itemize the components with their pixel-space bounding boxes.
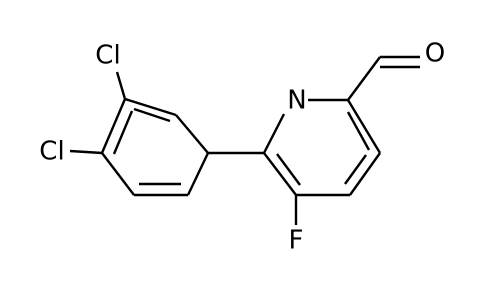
bond-c-cl-left [69, 149, 103, 155]
bond-c-cho [347, 56, 381, 101]
bond-ring2-c [346, 99, 382, 154]
dichlorophenyl-ring [100, 97, 210, 197]
bond-ring1-b [175, 114, 209, 154]
bond-ring2-f [263, 152, 297, 196]
atom-label-oxygen: O [425, 39, 445, 69]
bond-ring2-inner-b [346, 111, 371, 151]
bond-c-cl-top [115, 71, 127, 100]
atom-label-chlorine-left: Cl [39, 137, 64, 167]
bond-ring2-d [349, 152, 381, 196]
bond-ring1-e [101, 152, 135, 196]
atom-label-fluorine: F [289, 226, 304, 256]
bond-ring1-a [124, 97, 177, 117]
bond-ring2-a [262, 113, 286, 154]
bond-ring1-f [100, 98, 127, 154]
bond-ring1-c [186, 152, 210, 196]
bond-ring2-inner-a [276, 153, 301, 186]
pyridine-ring [262, 98, 382, 197]
atom-label-chlorine-top: Cl [95, 41, 120, 71]
bond-ring1-inner-c [112, 110, 134, 155]
bond-ring1-inner-a [133, 107, 171, 123]
bond-ring2-inner-c [344, 154, 367, 185]
atom-label-nitrogen: N [287, 86, 306, 116]
